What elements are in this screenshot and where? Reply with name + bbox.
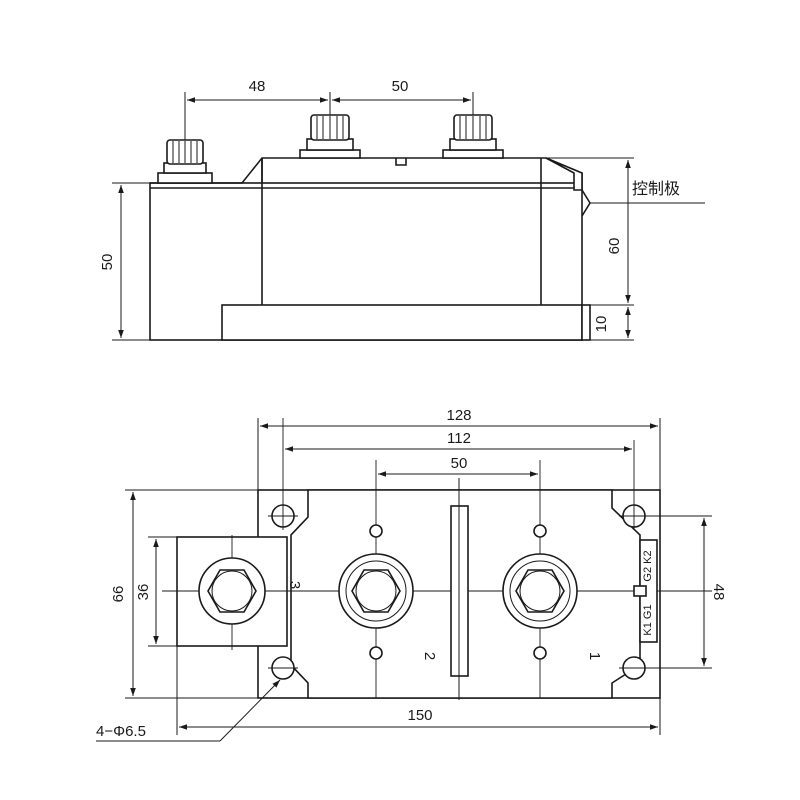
terminal-nut-2	[338, 553, 414, 629]
dim-label-112: 112	[447, 430, 471, 447]
gate-label: 控制极	[632, 179, 680, 198]
terminal-number-1: 1	[586, 652, 603, 660]
cover-notch	[395, 158, 407, 166]
gate-pin	[581, 189, 591, 217]
small-screw	[369, 524, 383, 538]
dim-label-50-height: 50	[99, 254, 116, 271]
hole-note-leader	[219, 679, 281, 742]
side-view: 50	[99, 78, 705, 341]
terminal-nut-1	[502, 553, 578, 629]
hole-note: 4−Φ6.5	[96, 723, 146, 740]
gate-label-k1-g1: K1 G1	[642, 604, 654, 635]
dim-label-50-top: 50	[392, 78, 409, 95]
terminal-post-right	[442, 114, 504, 159]
dim-label-36: 36	[135, 584, 152, 601]
terminal-number-2: 2	[421, 652, 438, 660]
dim-label-10: 10	[593, 316, 610, 333]
top-view: G2 K2 K1 G1 3 2 1 128 112 50 66 36 48	[96, 407, 727, 742]
base-plate	[221, 304, 583, 341]
terminal-nut-3	[198, 557, 266, 625]
dim-label-66: 66	[110, 586, 127, 603]
dim-label-60: 60	[606, 238, 623, 255]
small-screw	[369, 646, 383, 660]
small-screw	[533, 646, 547, 660]
module-cover	[150, 157, 583, 184]
terminal-post-middle	[299, 114, 361, 159]
gate-pin	[633, 585, 647, 597]
dim-label-48-right: 48	[710, 584, 727, 601]
terminal-post-left	[157, 139, 213, 184]
mounting-hole	[619, 656, 649, 680]
dim-label-50-bottom: 50	[451, 455, 468, 472]
mounting-hole	[268, 656, 298, 680]
dim-label-128: 128	[446, 407, 471, 424]
small-screw	[533, 524, 547, 538]
gate-label-g2-k2: G2 K2	[642, 550, 654, 581]
base-plate-edge	[581, 304, 591, 341]
gate-tab	[545, 157, 583, 191]
terminal-number-3: 3	[286, 581, 303, 589]
dim-label-48: 48	[249, 78, 266, 95]
dim-label-150: 150	[407, 707, 432, 724]
